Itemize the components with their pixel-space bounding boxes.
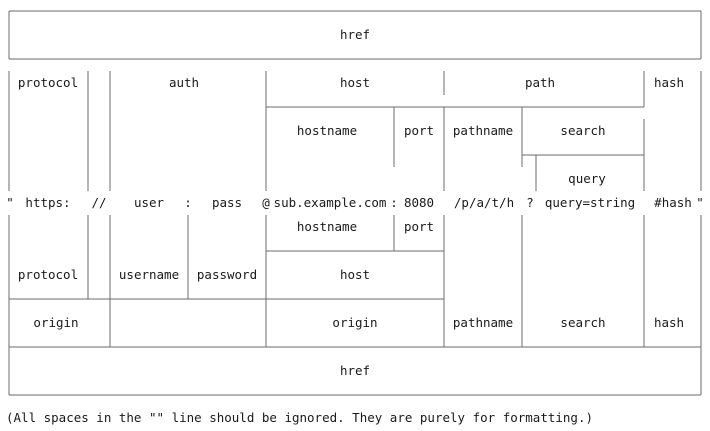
label-username: username xyxy=(119,267,179,282)
label-path: path xyxy=(525,75,555,90)
label-query: query xyxy=(568,171,606,186)
label-href-top: href xyxy=(340,27,370,42)
label-origin-host: origin xyxy=(332,315,377,330)
url-port-colon: : xyxy=(390,195,398,210)
vertical-rules xyxy=(8,11,702,395)
url-question: ? xyxy=(526,195,534,210)
label-host: host xyxy=(340,75,370,90)
url-close-quote: " xyxy=(696,195,704,210)
url-colon: : xyxy=(184,195,192,210)
label-hostname: hostname xyxy=(297,123,357,138)
label-password: password xyxy=(197,267,257,282)
url-example-line: " https: // user : pass @ sub.example.co… xyxy=(6,195,704,210)
label-protocol: protocol xyxy=(18,75,78,90)
label-port-bottom: port xyxy=(404,219,434,234)
horizontal-rules xyxy=(9,10,701,396)
label-hash-bottom: hash xyxy=(654,315,684,330)
url-pass: pass xyxy=(212,195,242,210)
url-hash: #hash xyxy=(654,195,692,210)
label-pathname: pathname xyxy=(453,123,513,138)
label-hostname-bottom: hostname xyxy=(297,219,357,234)
url-slashes: // xyxy=(91,195,106,210)
url-at: @ xyxy=(262,195,270,210)
label-href-bottom: href xyxy=(340,363,370,378)
url-port: 8080 xyxy=(404,195,434,210)
label-pathname-bottom: pathname xyxy=(453,315,513,330)
url-protocol: https: xyxy=(25,195,70,210)
label-search: search xyxy=(560,123,605,138)
label-search-bottom: search xyxy=(560,315,605,330)
label-protocol-bottom: protocol xyxy=(18,267,78,282)
url-query: query=string xyxy=(545,195,635,210)
url-pathname: /p/a/t/h xyxy=(454,195,514,210)
bottom-labels: hostname port protocol username password… xyxy=(18,219,684,378)
url-user: user xyxy=(134,195,165,210)
label-host-bottom: host xyxy=(340,267,370,282)
label-port: port xyxy=(404,123,434,138)
url-hostname: sub.example.com xyxy=(274,195,387,210)
label-origin-left: origin xyxy=(33,315,78,330)
url-open-quote: " xyxy=(6,195,14,210)
label-hash: hash xyxy=(654,75,684,90)
footnote: (All spaces in the "" line should be ign… xyxy=(6,410,593,425)
top-labels: href protocol auth host path hash hostna… xyxy=(18,27,684,186)
label-auth: auth xyxy=(169,75,199,90)
